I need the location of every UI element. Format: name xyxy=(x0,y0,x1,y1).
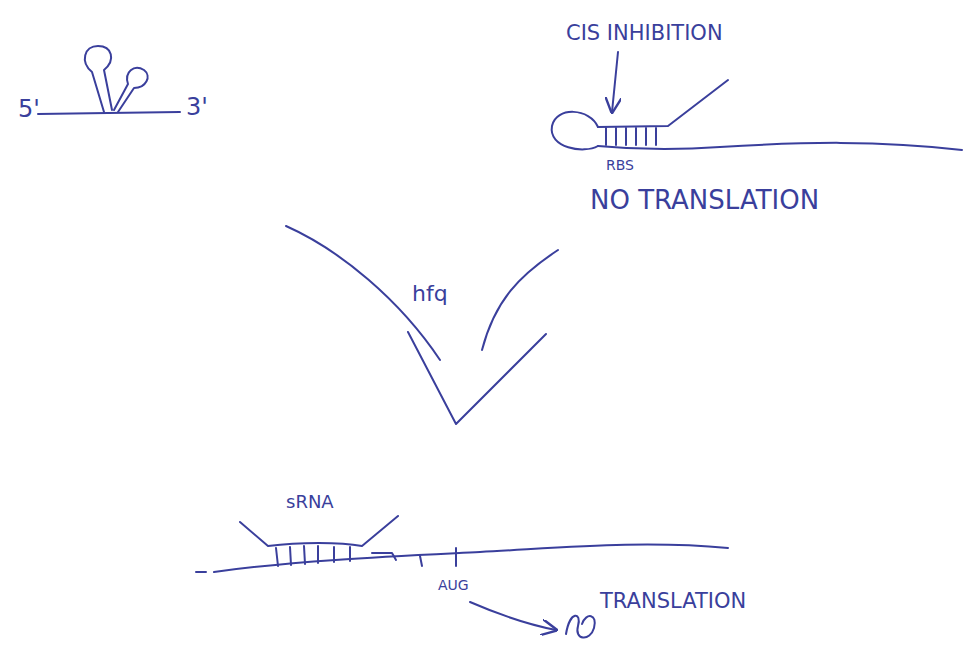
label: 5' xyxy=(18,96,40,122)
stem-strand xyxy=(598,80,728,127)
arrow-head xyxy=(408,332,546,424)
mrna-strand xyxy=(598,143,962,150)
label: NO TRANSLATION xyxy=(590,186,819,215)
label: sRNA xyxy=(286,492,334,512)
start-tick xyxy=(455,548,457,566)
srna-strand xyxy=(240,516,398,546)
label: AUG xyxy=(438,578,469,593)
base-pairs xyxy=(606,128,656,145)
base-pairs xyxy=(276,546,422,566)
hairpin-loop xyxy=(85,46,112,112)
label: TRANSLATION xyxy=(600,590,746,613)
pointer-arrow xyxy=(470,602,556,630)
pointer-arrow xyxy=(612,52,618,112)
hairpin-loop xyxy=(552,112,598,150)
mrna-strand xyxy=(196,545,728,572)
protein-squiggle xyxy=(566,616,595,638)
rna-strand xyxy=(38,112,180,114)
label: CIS INHIBITION xyxy=(566,22,723,45)
funnel-curve xyxy=(482,250,558,350)
label: RBS xyxy=(606,158,634,173)
label: hfq xyxy=(412,282,448,306)
label: 3' xyxy=(186,94,208,120)
hairpin-loop xyxy=(114,68,148,112)
